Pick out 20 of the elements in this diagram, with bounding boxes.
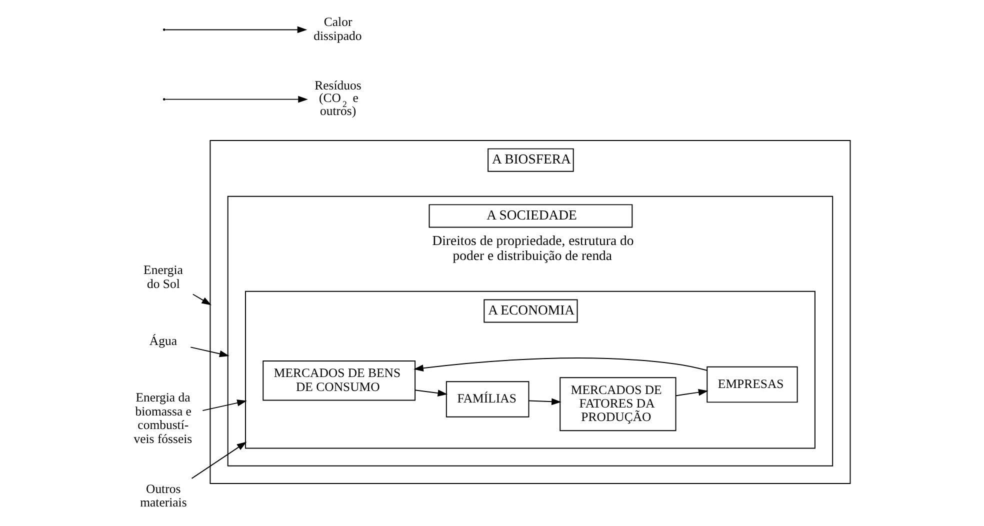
- arrow: [191, 442, 247, 479]
- arrow: [164, 26, 308, 34]
- node-box: FAMÍLIAS: [446, 381, 530, 418]
- arrow: [164, 96, 308, 103]
- arrow: [414, 358, 708, 372]
- node-text: Água: [149, 334, 178, 348]
- node-text: Resíduos (CO$_{2}$ e outros): [314, 78, 362, 118]
- node-text: Outros materiais: [140, 482, 187, 510]
- arrow: [202, 400, 247, 412]
- arrow: [528, 398, 562, 406]
- arrow: [414, 390, 448, 396]
- node-text: Energia da biomassa e combustí- veis fósseis: [134, 390, 192, 446]
- arrow: [190, 346, 230, 358]
- node-box: MERCADOS DE BENS DE CONSUMO: [262, 360, 416, 401]
- node-box: EMPRESAS: [706, 366, 798, 403]
- arrow: [675, 388, 708, 396]
- node-box: MERCADOS DE FATORES DA PRODUÇÃO: [560, 377, 676, 432]
- arrow: [192, 294, 212, 306]
- node-text: Energia do Sol: [144, 263, 183, 291]
- node-text: Calor dissipado: [314, 15, 362, 43]
